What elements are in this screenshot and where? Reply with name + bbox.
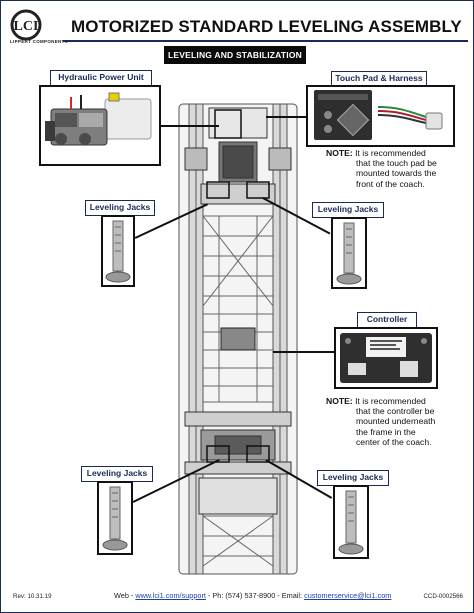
leveling-jack-icon bbox=[336, 222, 362, 285]
controller-photo bbox=[334, 327, 438, 389]
page-title: MOTORIZED STANDARD LEVELING ASSEMBLY bbox=[71, 17, 462, 36]
touch-pad-note-line: mounted towards the bbox=[356, 168, 437, 179]
controller-note-line: center of the coach. bbox=[356, 436, 432, 447]
leveling-jack-lower-right-photo bbox=[333, 485, 369, 559]
chassis-frame-illustration bbox=[178, 103, 298, 575]
leveling-jack-icon bbox=[338, 490, 364, 555]
touch-pad-leader bbox=[266, 116, 306, 118]
controller-note-prefix: NOTE: bbox=[326, 396, 353, 406]
power-unit-location bbox=[214, 109, 242, 139]
leveling-jacks-upper-left-label: Leveling Jacks bbox=[85, 200, 155, 216]
leveling-jacks-upper-right-label: Leveling Jacks bbox=[312, 202, 384, 218]
leveling-jack-icon bbox=[105, 220, 131, 283]
phone-text: - Ph: (574) 537-8900 - Email: bbox=[205, 591, 305, 600]
document-code: CCD-0002566 bbox=[423, 593, 463, 600]
logo-wordmark: LIPPERT COMPONENTS bbox=[10, 39, 68, 44]
web-label: Web - bbox=[114, 591, 136, 600]
footer: Rev: 10.31.19 Web - www.lci1.com/support… bbox=[1, 589, 474, 603]
touch-pad-note-line: It is recommended bbox=[355, 148, 426, 158]
touch-pad-icon bbox=[314, 90, 443, 140]
leveling-jacks-lower-left-label: Leveling Jacks bbox=[81, 466, 153, 482]
logo-mark: LCI bbox=[14, 19, 39, 34]
hydraulic-power-unit-leader bbox=[161, 125, 219, 127]
hydraulic-pump-icon bbox=[45, 92, 152, 146]
support-link[interactable]: www.lci1.com/support bbox=[135, 591, 206, 600]
footer-contact: Web - www.lci1.com/support - Ph: (574) 5… bbox=[114, 591, 391, 600]
front-right-jack-mount bbox=[246, 181, 270, 199]
controller-location bbox=[220, 327, 256, 351]
lci-logo: LCI bbox=[10, 9, 50, 51]
controller-note-line: It is recommended bbox=[355, 396, 426, 406]
touch-pad-photo bbox=[306, 85, 455, 147]
leveling-jack-icon bbox=[102, 486, 128, 551]
leveling-jack-lower-left-photo bbox=[97, 481, 133, 555]
email-link[interactable]: customerservice@lci1.com bbox=[304, 591, 392, 600]
hydraulic-power-unit-photo bbox=[39, 85, 161, 166]
revision-date: Rev: 10.31.19 bbox=[13, 593, 52, 600]
touch-pad-note: NOTE: It is recommended that the touch p… bbox=[326, 148, 471, 189]
touch-pad-note-line: that the touch pad be bbox=[356, 158, 437, 169]
touch-pad-note-prefix: NOTE: bbox=[326, 148, 353, 158]
rear-left-jack-mount bbox=[206, 445, 230, 463]
leveling-jacks-lower-right-label: Leveling Jacks bbox=[317, 470, 389, 486]
controller-label: Controller bbox=[357, 312, 417, 328]
hydraulic-power-unit-label: Hydraulic Power Unit bbox=[50, 70, 152, 86]
title-rule bbox=[63, 40, 468, 42]
section-banner: LEVELING AND STABILIZATION bbox=[164, 46, 306, 64]
controller-leader bbox=[273, 351, 334, 353]
leveling-jack-upper-right-photo bbox=[331, 217, 367, 289]
controller-icon bbox=[340, 333, 432, 383]
rear-right-jack-mount bbox=[246, 445, 270, 463]
front-left-jack-mount bbox=[206, 181, 230, 199]
controller-note: NOTE: It is recommended that the control… bbox=[326, 396, 471, 447]
controller-note-line: mounted underneath bbox=[356, 416, 436, 427]
leveling-jack-upper-left-photo bbox=[101, 215, 135, 287]
controller-note-line: that the controller be bbox=[356, 406, 435, 417]
controller-note-line: the frame in the bbox=[356, 426, 416, 437]
touch-pad-note-line: front of the coach. bbox=[356, 178, 425, 189]
